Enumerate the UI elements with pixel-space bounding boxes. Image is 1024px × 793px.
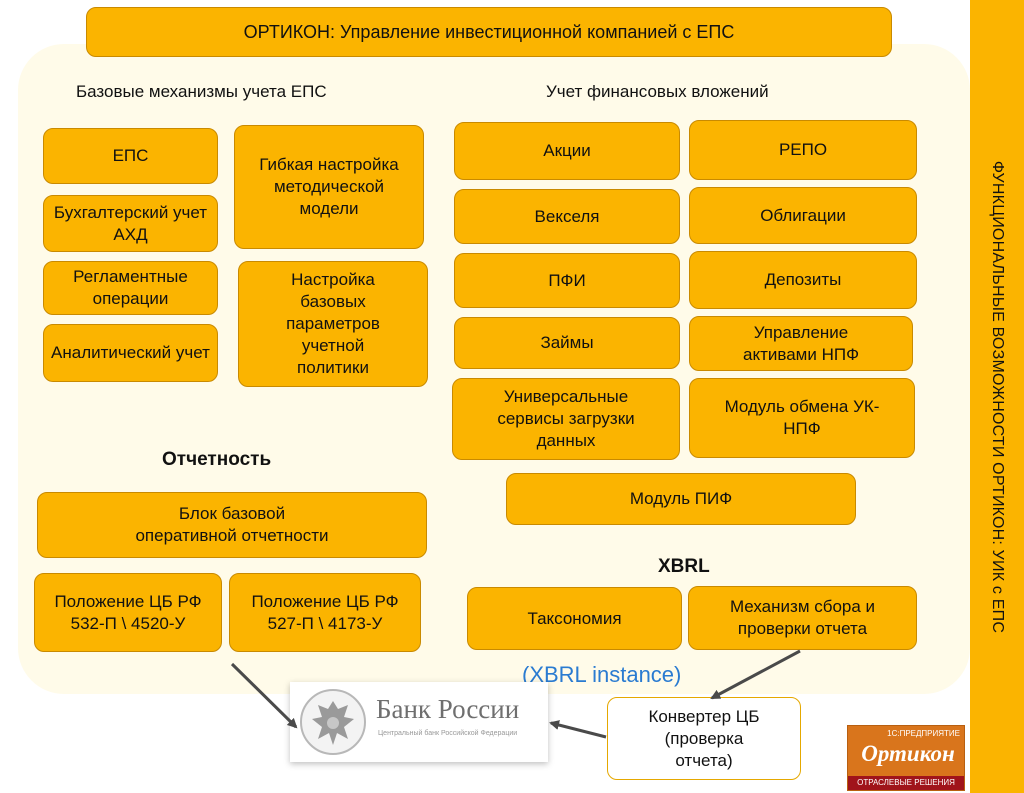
heading-xbrl: XBRL [658, 556, 710, 577]
box-bills: Векселя [454, 189, 680, 244]
box-policy-settings: Настройка базовых параметров учетной пол… [238, 261, 428, 387]
box-accounting: Бухгалтерский учет АХД [43, 195, 218, 252]
box-derivatives: ПФИ [454, 253, 680, 308]
logo-wordmark: Ортикон [861, 741, 955, 766]
box-npf-assets: Управление активами НПФ [689, 316, 913, 371]
logo-platform-text: 1С:ПРЕДПРИЯТИЕ [887, 729, 960, 738]
orticon-logo: 1С:ПРЕДПРИЯТИЕ Ортикон ОТРАСЛЕВЫЕ РЕШЕНИ… [847, 725, 965, 791]
box-flexible-model: Гибкая настройка методической модели [234, 125, 424, 249]
xbrl-instance-label: (XBRL instance) [522, 662, 682, 687]
box-regulation-532: Положение ЦБ РФ 532-П \ 4520-У [34, 573, 222, 652]
box-analytical-accounting: Аналитический учет [43, 324, 218, 382]
bank-name: Банк России [376, 694, 520, 724]
box-shares: Акции [454, 122, 680, 180]
heading-base-mechanisms: Базовые механизмы учета ЕПС [76, 82, 327, 101]
box-eps: ЕПС [43, 128, 218, 184]
box-regulatory-operations: Регламентные операции [43, 261, 218, 315]
box-loans: Займы [454, 317, 680, 369]
sidebar-banner: ФУНКЦИОНАЛЬНЫЕ ВОЗМОЖНОСТИ ОРТИКОН: УИК … [970, 0, 1024, 793]
box-bonds: Облигации [689, 187, 917, 244]
box-deposits: Депозиты [689, 251, 917, 309]
title-banner: ОРТИКОН: Управление инвестиционной компа… [86, 7, 892, 57]
box-data-loading: Универсальные сервисы загрузки данных [452, 378, 680, 460]
box-exchange-module: Модуль обмена УК-НПФ [689, 378, 915, 458]
heading-reporting: Отчетность [162, 449, 272, 470]
eagle-emblem-icon [300, 689, 366, 755]
heading-investments: Учет финансовых вложений [546, 82, 769, 101]
box-report-collection: Механизм сбора и проверки отчета [688, 586, 917, 650]
bank-of-russia-logo: Банк России Центральный банк Российской … [290, 682, 548, 762]
box-regulation-527: Положение ЦБ РФ 527-П \ 4173-У [229, 573, 421, 652]
arrow-converter-to-bank [549, 720, 607, 739]
sidebar-title: ФУНКЦИОНАЛЬНЫЕ ВОЗМОЖНОСТИ ОРТИКОН: УИК … [989, 160, 1006, 633]
box-cb-converter: Конвертер ЦБ (проверка отчета) [607, 697, 801, 780]
box-repo: РЕПО [689, 120, 917, 180]
logo-tagline: ОТРАСЛЕВЫЕ РЕШЕНИЯ [848, 776, 964, 790]
box-pif-module: Модуль ПИФ [506, 473, 856, 525]
bank-subtitle: Центральный банк Российской Федерации [378, 730, 518, 737]
box-basic-reporting: Блок базовой оперативной отчетности [37, 492, 427, 558]
box-taxonomy: Таксономия [467, 587, 682, 650]
